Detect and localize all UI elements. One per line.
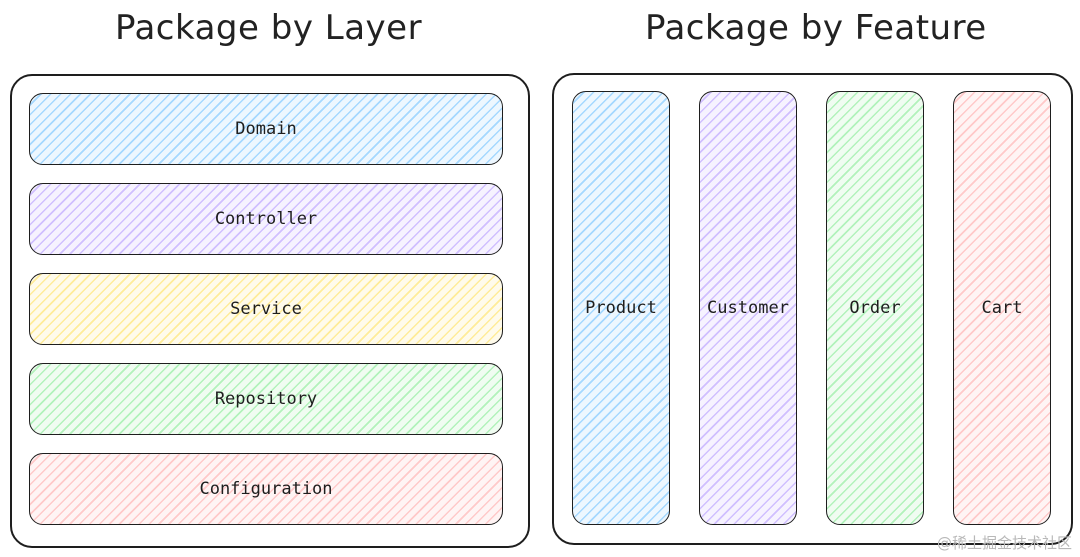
layer-box-controller: Controller [29, 183, 503, 255]
layer-box-label: Controller [214, 209, 318, 229]
feature-column-label: Cart [981, 298, 1023, 318]
feature-column-order: Order [826, 91, 924, 525]
layer-title: Package by Layer [115, 8, 423, 48]
feature-column-product: Product [572, 91, 670, 525]
feature-column-customer: Customer [699, 91, 797, 525]
feature-column-label: Product [585, 298, 657, 318]
feature-column-label: Order [849, 298, 901, 318]
feature-panel: Product Customer Order Cart [552, 73, 1073, 545]
layer-box-label: Service [230, 299, 302, 319]
layer-box-domain: Domain [29, 93, 503, 165]
layer-box-label: Repository [214, 389, 318, 409]
feature-column-label: Customer [707, 298, 789, 318]
layer-box-label: Configuration [199, 479, 333, 499]
layer-box-repository: Repository [29, 363, 503, 435]
layer-box-configuration: Configuration [29, 453, 503, 525]
layer-box-label: Domain [235, 119, 297, 139]
layer-box-service: Service [29, 273, 503, 345]
watermark: @稀土掘金技术社区 [936, 534, 1072, 552]
layer-panel: Domain Controller Service Repository Con… [10, 74, 530, 548]
feature-title: Package by Feature [645, 8, 987, 48]
feature-column-cart: Cart [953, 91, 1051, 525]
